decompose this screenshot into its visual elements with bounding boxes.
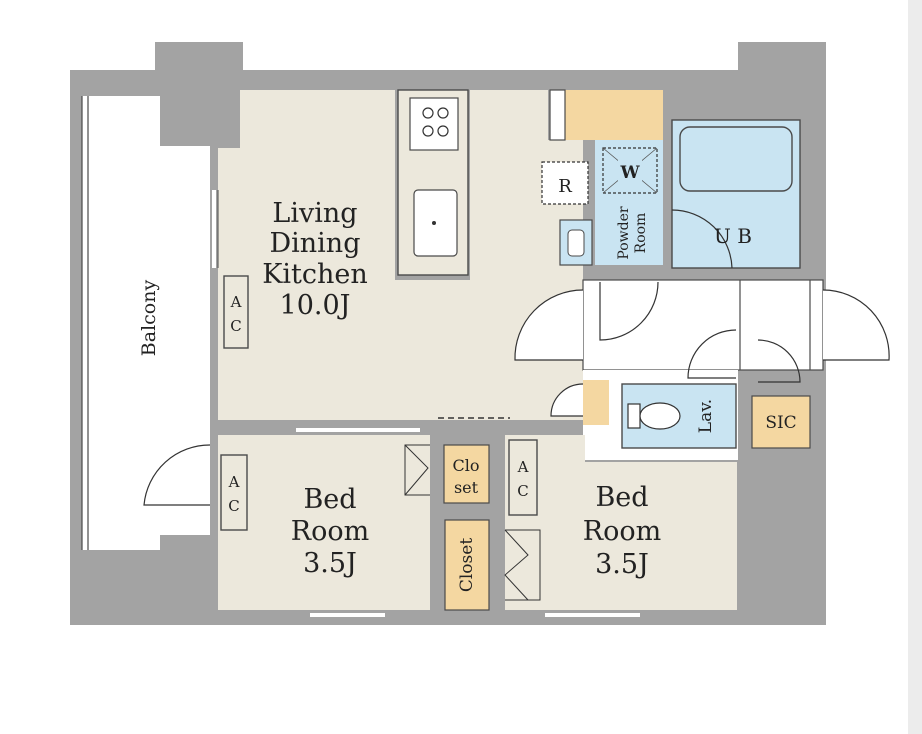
fridge-icon [541, 161, 589, 205]
ac-unit-ldk [223, 275, 249, 349]
bedroom-2-label-line1: Bed [595, 482, 648, 513]
unit-bath-label: U B [714, 224, 752, 248]
small-closet: Clo set [443, 444, 490, 504]
small-closet-label-line1: Clo [453, 456, 480, 475]
closet-floor [444, 519, 490, 611]
closet: Closet [444, 519, 490, 611]
sic-label: SIC [765, 413, 796, 433]
ldk-label-line2: Dining [270, 228, 361, 259]
bedroom-2-label-line2: Room [583, 516, 661, 547]
sic-storage: SIC [751, 395, 811, 449]
bedroom-1-size: 3.5J [303, 548, 357, 579]
ldk-label-line3: Kitchen [262, 259, 368, 290]
fridge-label: R [558, 176, 572, 197]
bedroom-2-closet-door [504, 529, 529, 601]
stove-icon [409, 97, 459, 151]
closet-label: Closet [457, 538, 477, 592]
shoe-storage [583, 380, 609, 425]
bedroom-1-label-line2: Room [291, 516, 369, 547]
entrance-door [822, 289, 890, 361]
lav-label: Lav. [696, 399, 716, 433]
unit-bath-door [671, 209, 733, 269]
small-closet-floor [443, 444, 490, 504]
hall-door [599, 281, 659, 341]
powder-room: W Powder Room [559, 140, 663, 266]
unit-bath: U B [671, 119, 801, 269]
bedroom-1-floor [250, 435, 430, 610]
ac-unit-bed1 [220, 454, 248, 531]
bedroom-2-size: 3.5J [595, 549, 649, 580]
closet-door-icon [404, 444, 429, 496]
toilet-room: Lav. [621, 383, 737, 449]
bedroom-2-floor [505, 462, 737, 610]
ldk-size: 10.0J [280, 290, 351, 321]
pantry: R [541, 89, 663, 205]
storage-top [565, 90, 663, 140]
powder-room-label-line1: Powder [616, 206, 632, 260]
small-closet-label-line2: set [454, 478, 479, 497]
bedroom-1-balcony-door [143, 444, 211, 506]
bedroom-1-label-line1: Bed [303, 484, 356, 515]
ldk-floor [218, 90, 583, 420]
ldk-label-line1: Living [272, 198, 357, 229]
hallway-floor [582, 279, 824, 371]
wall-column-top-right [738, 42, 826, 102]
ldk-door [514, 289, 584, 361]
ac-unit-bed2 [508, 439, 538, 516]
balcony-label: Balcony [138, 280, 160, 357]
sic-floor [751, 395, 811, 449]
toilet-icon [639, 402, 681, 430]
bathtub-icon [679, 126, 793, 192]
washer-label: W [619, 163, 640, 183]
toilet-door [687, 329, 737, 379]
scrollbar-track [908, 0, 922, 734]
powder-room-label-line2: Room [633, 213, 649, 254]
sic-door [757, 339, 801, 383]
